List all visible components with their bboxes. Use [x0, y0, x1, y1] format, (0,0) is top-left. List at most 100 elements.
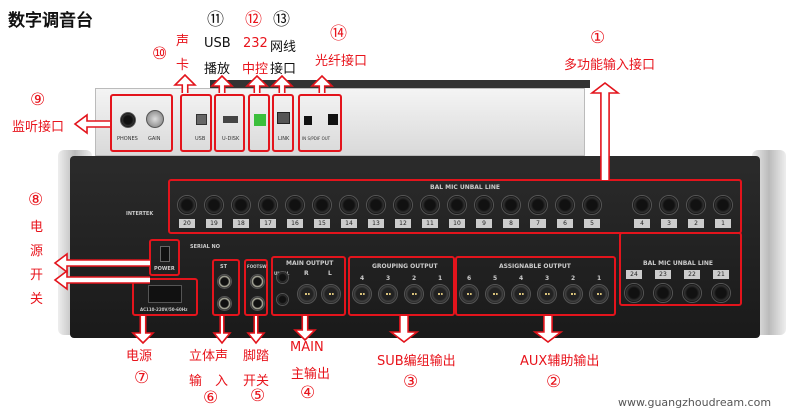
callout-13-number: ⑬	[273, 10, 290, 30]
optical-in	[304, 116, 312, 125]
callout-9-label: 监听接口	[12, 120, 65, 135]
footsw-jack-1	[250, 274, 265, 289]
optical-box: IN S/PDIF OUT	[298, 94, 342, 152]
callout-6-line1: 立体声	[189, 349, 229, 364]
assignable-channel-label: 5	[493, 275, 498, 282]
main-channel-label: R	[304, 270, 309, 277]
grouping-output-box: GROUPING OUTPUT	[348, 256, 455, 316]
input-jack	[501, 195, 521, 215]
input-number: 17	[260, 219, 276, 228]
assignable-channel-label: 4	[519, 275, 524, 282]
grouping-output-label: GROUPING OUTPUT	[372, 263, 438, 270]
callout-10-number: ⑩	[152, 44, 168, 64]
assignable-channel-label: 2	[571, 275, 576, 282]
grouping-channel-label: 4	[360, 275, 365, 282]
bal-mic-label-lower: BAL MIC UNBAL LINE	[643, 260, 714, 267]
grouping-channel-label: 2	[412, 275, 417, 282]
callout-13-line2: 接口	[270, 62, 297, 77]
callout-11-number: ⑪	[207, 10, 224, 30]
callout-12-line1: 232	[243, 36, 268, 51]
arrow	[532, 316, 564, 344]
udisk-label: U-DISK	[222, 136, 240, 142]
link-label: LINK	[278, 136, 290, 142]
callout-11-line1: USB	[204, 36, 231, 51]
input-number: 7	[530, 219, 546, 228]
callout-1-label: 多功能输入接口	[564, 58, 656, 73]
arrow	[173, 73, 197, 93]
ac-socket-box: AC110-220V/50-60Hz	[132, 278, 198, 316]
assignable-channel-label: 3	[545, 275, 550, 282]
input-jack	[177, 195, 197, 215]
input-jack	[682, 283, 702, 303]
input-jack	[686, 195, 706, 215]
rear-panel	[70, 156, 760, 338]
callout-5-line1: 脚踏	[243, 349, 270, 364]
network-box: LINK	[272, 94, 294, 152]
callout-5-line2: 开关	[243, 374, 270, 389]
arrow	[53, 252, 150, 274]
usb-label: USB	[195, 136, 206, 142]
input-number: 23	[655, 270, 671, 279]
unbal-jack	[276, 293, 289, 306]
power-switch[interactable]	[160, 246, 170, 262]
input-number: 6	[557, 219, 573, 228]
input-jack	[285, 195, 305, 215]
input-number: 19	[206, 219, 222, 228]
input-row-box	[168, 179, 742, 234]
callout-6-number: ⑥	[203, 388, 219, 408]
arrow	[270, 74, 294, 93]
input-jack	[713, 195, 733, 215]
st-jack-l	[217, 274, 232, 289]
st-jack-r	[217, 296, 232, 311]
grouping-xlr	[404, 284, 424, 304]
power-label: POWER	[154, 266, 175, 272]
spdif-label: IN S/PDIF OUT	[302, 136, 331, 141]
arrow	[245, 74, 269, 93]
callout-14-label: 光纤接口	[315, 54, 368, 69]
callout-8-char-2: 源	[30, 244, 44, 259]
st-input-box: ST	[212, 259, 240, 316]
soundcard-box: USB	[180, 94, 212, 152]
grouping-xlr	[378, 284, 398, 304]
callout-3-number: ③	[403, 372, 419, 392]
input-number: 10	[449, 219, 465, 228]
callout-8-number: ⑧	[28, 190, 44, 210]
arrow	[293, 316, 317, 342]
arrow	[589, 81, 621, 180]
main-channel-label: L	[328, 270, 332, 277]
callout-8-char-3: 开	[30, 268, 44, 283]
input-jack	[711, 283, 731, 303]
input-jack	[366, 195, 386, 215]
assignable-xlr	[537, 284, 557, 304]
input-jack	[528, 195, 548, 215]
page-title: 数字调音台	[8, 11, 93, 31]
ac-label: AC110-220V/50-60Hz	[140, 307, 188, 312]
input-jack	[659, 195, 679, 215]
ac-socket	[148, 285, 182, 303]
callout-4-number: ④	[300, 383, 316, 403]
gain-label: GAIN	[148, 136, 161, 142]
input-number: 24	[626, 270, 642, 279]
arrow	[210, 74, 234, 93]
rs232-box	[248, 94, 270, 152]
callout-8-char-1: 电	[30, 220, 44, 235]
input-jack	[624, 283, 644, 303]
assignable-xlr	[511, 284, 531, 304]
usb-playback-box: U-DISK	[214, 94, 245, 152]
st-label: ST	[220, 264, 228, 270]
input-number: 3	[661, 219, 677, 228]
gain-knob	[146, 110, 164, 128]
optical-out	[328, 114, 338, 125]
input-jack	[231, 195, 251, 215]
lower-input-box	[619, 232, 742, 306]
footsw-jack-2	[250, 296, 265, 311]
input-number: 8	[503, 219, 519, 228]
callout-11-line2: 播放	[204, 62, 231, 77]
input-number: 13	[368, 219, 384, 228]
callout-8-char-4: 关	[30, 292, 44, 307]
assignable-xlr	[563, 284, 583, 304]
power-switch-box: POWER	[149, 239, 180, 276]
input-number: 22	[684, 270, 700, 279]
top-io-panel: PHONES GAIN USB U-DISK LINK IN S/PDIF OU…	[95, 88, 585, 156]
